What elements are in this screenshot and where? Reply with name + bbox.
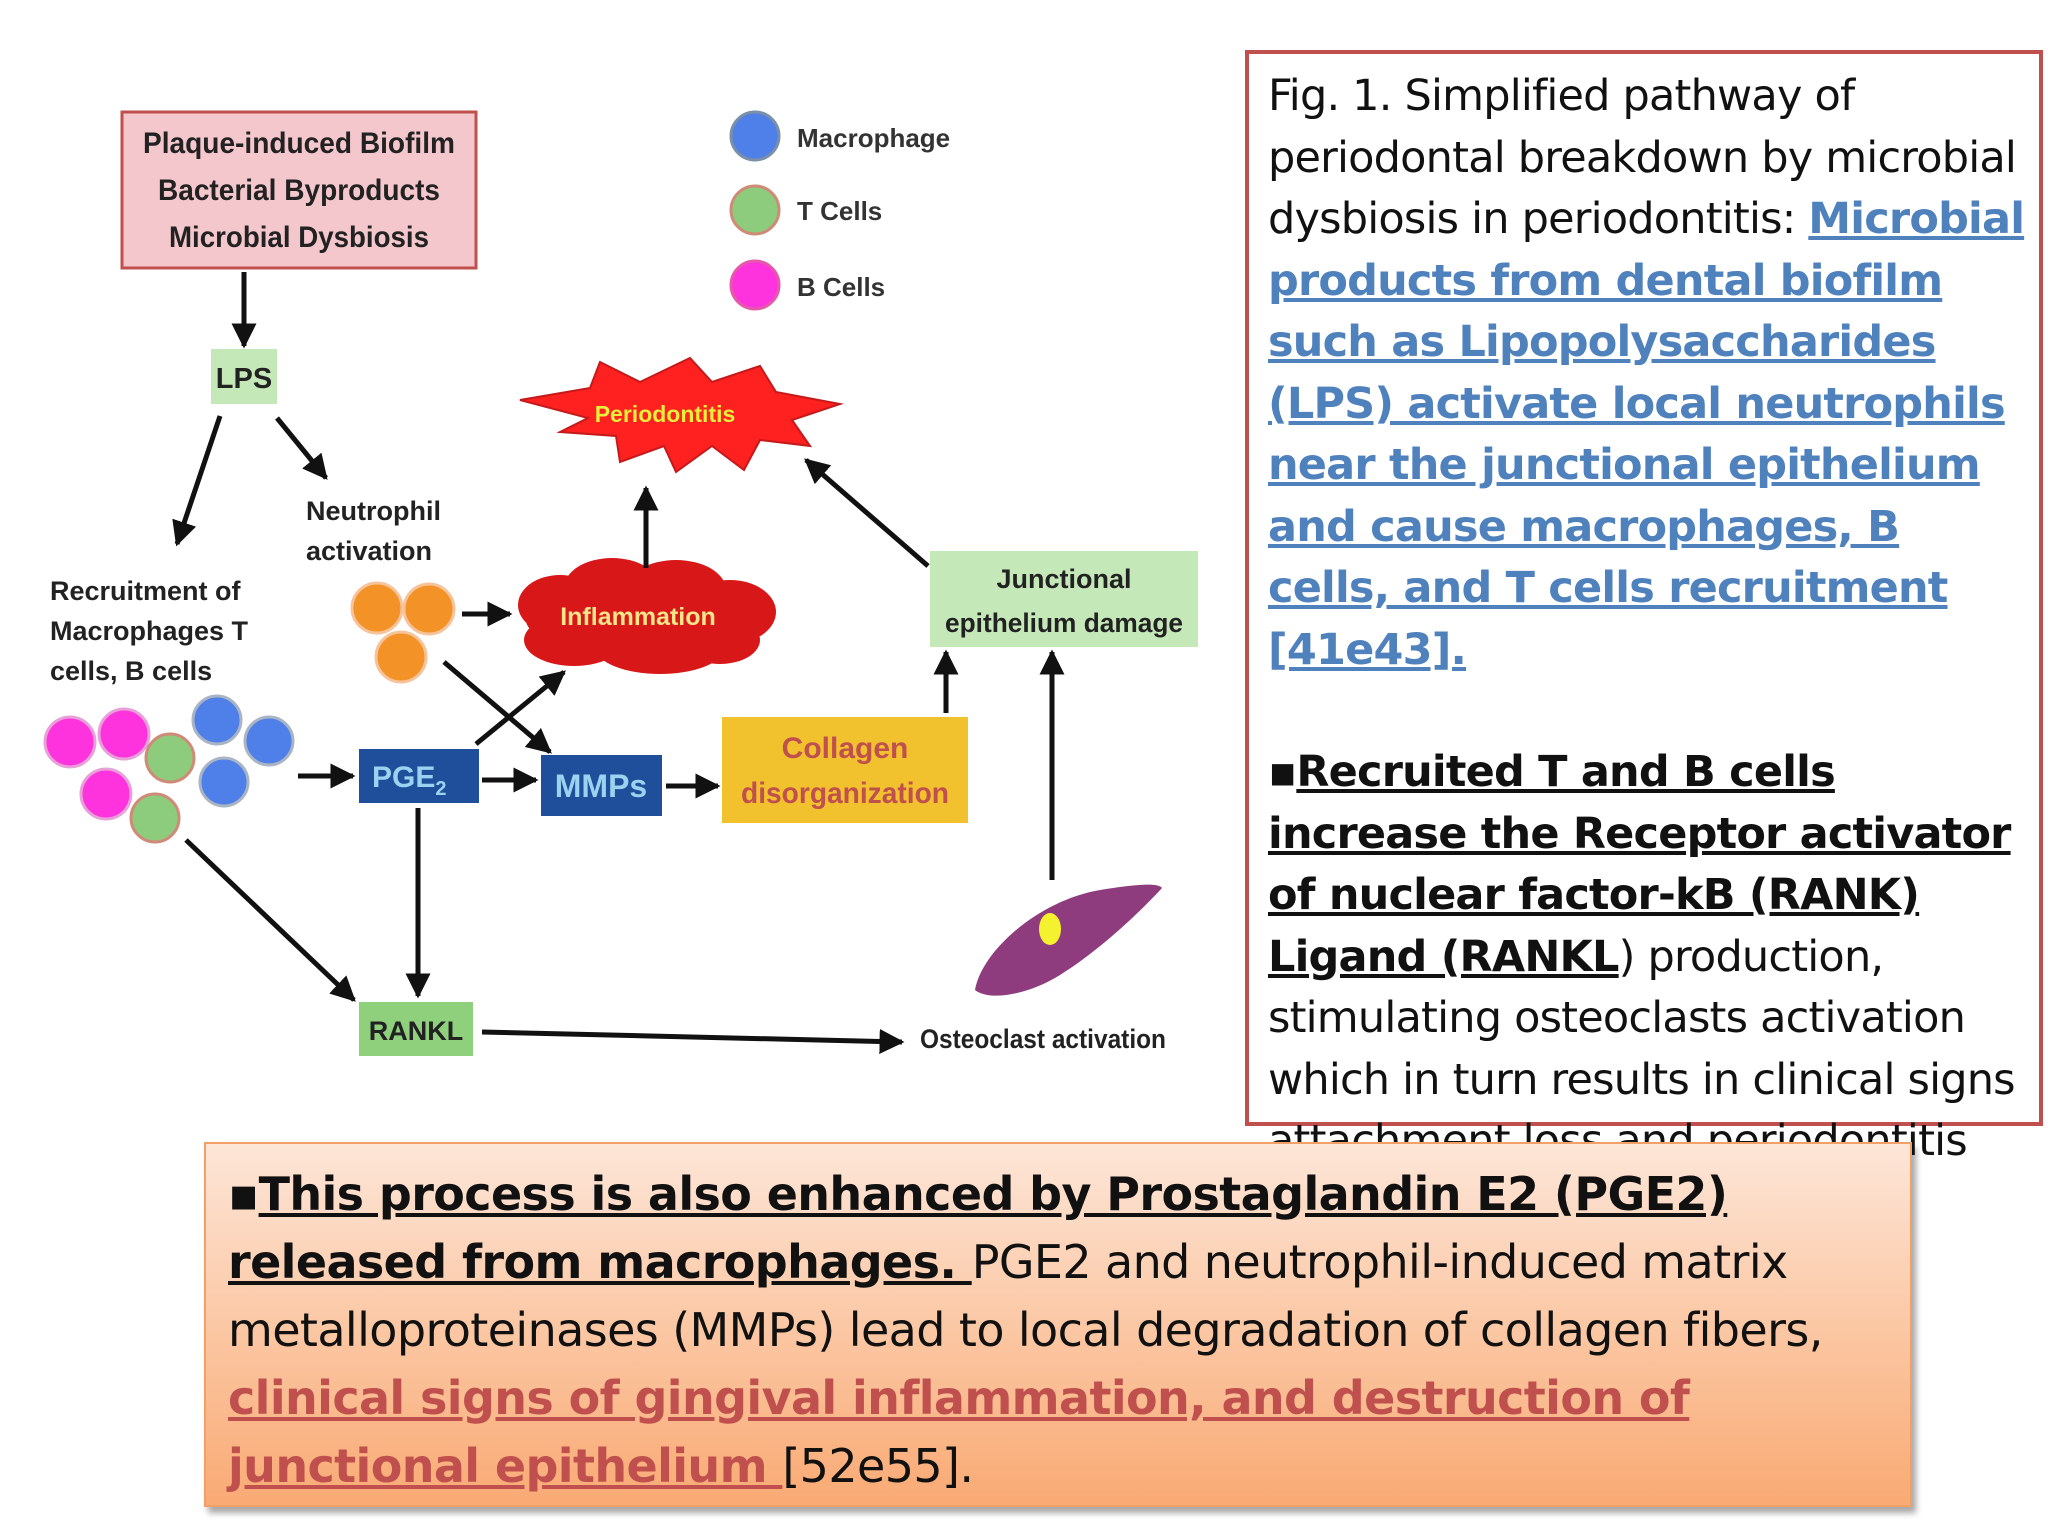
arrows [172,272,1065,1054]
neutrophil-activation-line-1: Neutrophil [306,496,441,526]
caption-highlight: Microbial products from dental biofilm s… [1268,194,2025,675]
macrophage [243,715,295,767]
recruitment-line-2: Macrophages T [50,616,249,646]
arrow-lps-to-neutrophil [275,416,328,480]
rankl-box: RANKL [359,1002,473,1056]
b-cell [79,767,133,821]
inflammation-cloud: Inflammation [518,558,776,674]
legend-t-cells-swatch [729,184,781,236]
junctional-damage-box: Junctional epithelium damage [930,551,1198,647]
osteoclast-activation-label: Osteoclast activation [920,1024,1166,1054]
rankl-label: RANKL [369,1016,464,1046]
arrow-neutrophil-to-mmps [442,660,552,754]
note-box: ▪This process is also enhanced by Prosta… [204,1142,1912,1507]
note-tail: [52e55]. [782,1439,974,1493]
source-box-line-3: Microbial Dysbiosis [169,221,429,254]
collagen-box: Collagen disorganization [722,717,968,823]
caption-gap [1268,681,2027,742]
pge2-label: PGE2 [372,761,446,800]
immune-cell-cluster [43,694,295,844]
junctional-damage-line-2: epithelium damage [945,608,1183,638]
caption-intro: Fig. 1. Simplified pathway of periodonta… [1268,71,2017,244]
note-emphasis: This process is also enhanced by Prostag… [228,1167,1728,1289]
legend-macrophage-label: Macrophage [797,123,950,153]
recruitment-line-3: cells, B cells [50,656,212,686]
note-plain: PGE2 and neutrophil-induced matrix metal… [228,1235,1823,1357]
note-bullet: ▪ [228,1167,259,1221]
mmps-box: MMPs [541,755,662,816]
mmps-label: MMPs [555,768,647,804]
figure-caption-box: Fig. 1. Simplified pathway of periodonta… [1245,50,2043,1228]
junctional-damage-line-1: Junctional [996,564,1131,594]
t-cell [129,792,181,844]
collagen-line-2: disorganization [741,777,949,810]
neutrophil-activation-line-2: activation [306,536,432,566]
neutrophil-cluster [350,581,456,684]
arrow-pge2-to-inflammation [474,670,566,746]
caption-bullet: ▪ [1268,747,1297,797]
t-cell [144,732,196,784]
lps-label: LPS [216,363,272,395]
caption-paragraph-1: Fig. 1. Simplified pathway of periodonta… [1268,66,2027,681]
osteoclast-cell [975,884,1162,996]
recruitment-line-1: Recruitment of [50,576,242,606]
arrow-cells-to-rankl [184,838,356,1002]
legend-macrophage-swatch [729,110,781,162]
pge2-box: PGE2 [359,749,479,803]
pathway-diagram: Plaque-induced Biofilm Bacterial Byprodu… [43,110,1198,1056]
collagen-line-1: Collagen [782,732,909,765]
macrophage [191,694,243,746]
source-box: Plaque-induced Biofilm Bacterial Byprodu… [120,110,478,270]
note-paragraph: ▪This process is also enhanced by Prosta… [228,1160,1890,1500]
legend-t-cells-label: T Cells [797,196,882,226]
periodontitis-burst: Periodontitis [519,356,844,474]
arrow-lps-to-recruitment [172,415,223,547]
inflammation-label: Inflammation [560,603,716,631]
legend: Macrophage T Cells B Cells [729,110,950,311]
note-red-text: clinical signs of gingival inflammation,… [228,1371,1690,1493]
neutrophil-cell [374,630,428,684]
source-box-line-2: Bacterial Byproducts [158,174,440,207]
macrophage [198,756,250,808]
legend-b-cells-label: B Cells [797,272,885,302]
arrow-junctional-to-periodontitis [804,458,930,568]
legend-b-cells-swatch [729,259,781,311]
neutrophil-cell [350,581,404,635]
source-box-line-1: Plaque-induced Biofilm [143,127,455,160]
b-cell [43,715,97,769]
caption-emphasis: Recruited T and B cells increase the Rec… [1268,747,2011,982]
periodontitis-label: Periodontitis [595,401,736,427]
lps-box: LPS [211,349,277,404]
neutrophil-cell [402,582,456,636]
b-cell [97,707,151,761]
arrow-rankl-to-osteoclast [481,1028,905,1054]
